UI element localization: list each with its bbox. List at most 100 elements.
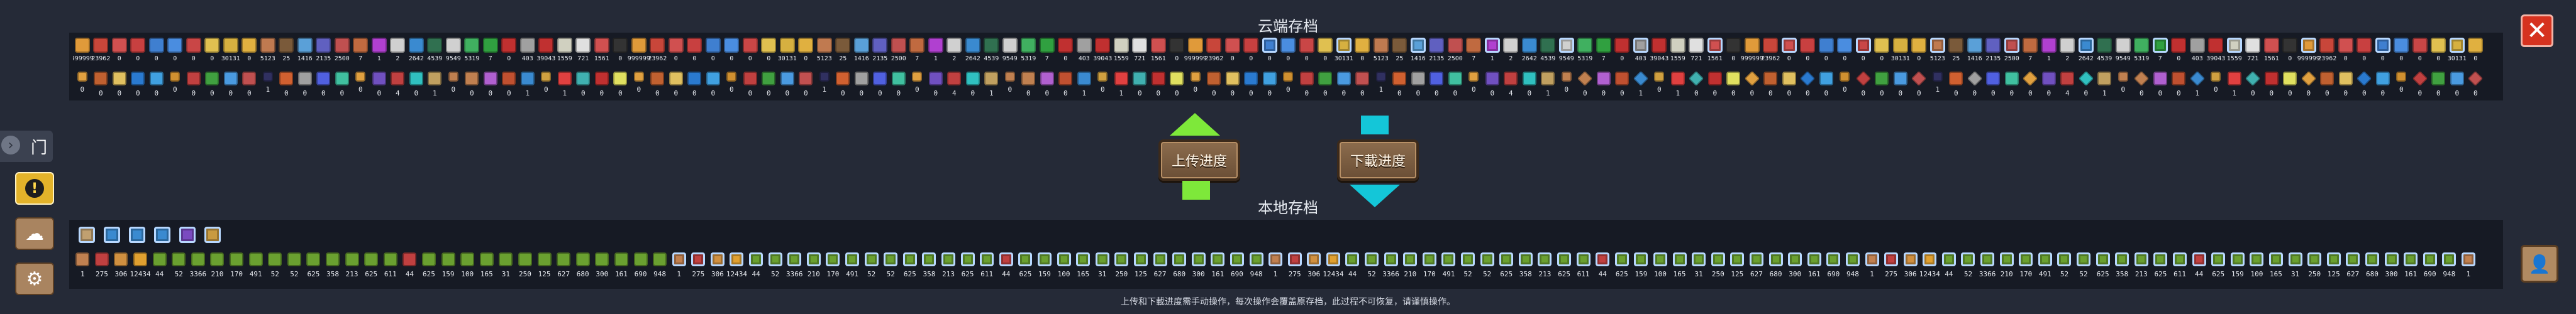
item-slot[interactable]: 1 [926, 36, 945, 69]
item-slot[interactable]: 1561 [1149, 36, 1168, 69]
item-slot[interactable]: 0 [1836, 36, 1855, 69]
item-slot[interactable]: 680 [2363, 252, 2382, 288]
item-slot[interactable]: 0 [1854, 72, 1873, 99]
item-slot[interactable]: 52 [881, 252, 901, 288]
item-slot[interactable]: 948 [1246, 252, 1266, 288]
item-slot[interactable]: 0 [741, 36, 760, 69]
item-slot[interactable]: 0 [2411, 72, 2429, 99]
item-slot[interactable]: 3366 [785, 252, 804, 288]
item-slot[interactable]: 210 [1997, 252, 2016, 288]
item-slot[interactable]: 306 [1304, 252, 1324, 288]
item-slot[interactable]: 4539 [426, 36, 445, 69]
item-slot[interactable]: 1559 [1112, 36, 1131, 69]
item-slot[interactable]: 0 [1557, 72, 1576, 99]
item-slot[interactable]: 1 [982, 72, 1001, 99]
item-slot[interactable]: 0 [1780, 72, 1799, 99]
item-slot[interactable]: 690 [631, 252, 650, 288]
item-slot[interactable]: 0 [1353, 72, 1372, 99]
item-slot[interactable]: 0 [500, 36, 519, 69]
item-slot[interactable]: 306 [708, 252, 728, 288]
item-slot[interactable]: 1 [1631, 72, 1650, 99]
item-slot[interactable]: 0 [1483, 72, 1502, 99]
item-slot[interactable]: 0 [1094, 72, 1113, 99]
item-slot[interactable]: 0 [2151, 72, 2170, 99]
item-slot[interactable]: 44 [1593, 252, 1613, 288]
item-slot[interactable]: 1559 [2225, 36, 2244, 69]
item-slot[interactable]: 999999 [1184, 36, 1207, 69]
item-slot[interactable]: 1561 [2262, 36, 2281, 69]
item-slot[interactable]: 159 [1035, 252, 1055, 288]
item-slot[interactable]: 0 [1873, 36, 1892, 69]
item-slot[interactable]: 0 [1131, 72, 1150, 99]
item-slot[interactable]: 0 [2281, 72, 2300, 99]
item-slot[interactable]: 1 [258, 72, 277, 99]
item-slot[interactable]: 0 [2467, 36, 2485, 69]
item-slot[interactable]: 250 [1112, 252, 1131, 288]
item-slot[interactable]: 0 [1910, 72, 1929, 99]
item-slot[interactable]: 625 [362, 252, 381, 288]
item-slot[interactable]: 0 [1594, 72, 1613, 99]
item-slot[interactable]: 0 [110, 36, 129, 69]
item-slot[interactable]: 0 [704, 72, 723, 99]
item-slot[interactable]: 627 [1150, 252, 1170, 288]
item-slot[interactable]: 213 [342, 252, 362, 288]
item-slot[interactable]: 275 [689, 252, 708, 288]
item-slot[interactable]: 39043 [2206, 36, 2225, 69]
item-slot[interactable] [150, 222, 175, 247]
item-slot[interactable]: 30131 [2448, 36, 2467, 69]
item-slot[interactable]: 52 [169, 252, 189, 288]
item-slot[interactable]: 0 [2429, 36, 2448, 69]
item-slot[interactable]: 491 [2036, 252, 2055, 288]
item-slot[interactable]: 250 [2305, 252, 2324, 288]
item-slot[interactable]: 0 [166, 36, 185, 69]
item-slot[interactable]: 170 [227, 252, 247, 288]
item-slot[interactable]: 0 [314, 72, 333, 99]
item-slot[interactable]: 0 [852, 72, 871, 99]
item-slot[interactable]: 948 [2440, 252, 2459, 288]
item-slot[interactable]: 358 [1516, 252, 1536, 288]
item-slot[interactable]: 0 [184, 72, 203, 99]
item-slot[interactable]: 4 [1502, 72, 1521, 99]
item-slot[interactable]: 627 [1747, 252, 1767, 288]
item-slot[interactable]: 0 [2336, 72, 2355, 99]
item-slot[interactable]: 1 [1075, 72, 1094, 99]
item-slot[interactable]: 0 [184, 36, 203, 69]
item-slot[interactable]: 2642 [2077, 36, 2096, 69]
item-slot[interactable]: 0 [296, 72, 314, 99]
item-slot[interactable]: 0 [630, 72, 648, 99]
item-slot[interactable]: 9549 [444, 36, 463, 69]
sidebar-collapsed-tab[interactable]: › 门 [0, 131, 53, 162]
item-slot[interactable]: 2 [389, 36, 408, 69]
item-slot[interactable]: 52 [862, 252, 881, 288]
item-slot[interactable]: 275 [1882, 252, 1901, 288]
item-slot[interactable]: 52 [265, 252, 285, 288]
item-slot[interactable]: 0 [1260, 72, 1279, 99]
item-slot[interactable]: 4 [945, 72, 964, 99]
item-slot[interactable]: 690 [1228, 252, 1247, 288]
item-slot[interactable]: 3366 [1381, 252, 1401, 288]
item-slot[interactable]: 100 [458, 252, 477, 288]
item-slot[interactable]: 2135 [1984, 36, 2003, 69]
item-slot[interactable]: 680 [1170, 252, 1189, 288]
item-slot[interactable]: 0 [648, 72, 667, 99]
item-slot[interactable]: 2642 [1520, 36, 1539, 69]
item-slot[interactable]: 159 [438, 252, 458, 288]
item-slot[interactable]: 31 [1092, 252, 1112, 288]
item-slot[interactable]: 210 [208, 252, 227, 288]
item-slot[interactable]: 625 [304, 252, 323, 288]
item-slot[interactable]: 0 [797, 72, 816, 99]
item-slot[interactable] [175, 222, 200, 247]
item-slot[interactable]: 25 [1947, 36, 1966, 69]
item-slot[interactable]: 52 [1362, 252, 1382, 288]
item-slot[interactable]: 0 [926, 72, 945, 99]
item-slot[interactable]: 300 [1785, 252, 1805, 288]
item-slot[interactable]: 0 [1168, 72, 1187, 99]
item-slot[interactable]: 948 [1843, 252, 1863, 288]
item-slot[interactable]: 100 [2247, 252, 2267, 288]
item-slot[interactable]: 0 [1965, 72, 1984, 99]
item-slot[interactable]: 250 [1708, 252, 1728, 288]
item-slot[interactable]: 0 [2318, 72, 2337, 99]
item-slot[interactable]: 1 [1928, 72, 1947, 99]
item-slot[interactable]: 0 [2392, 36, 2411, 69]
item-slot[interactable]: 0 [2114, 72, 2133, 99]
